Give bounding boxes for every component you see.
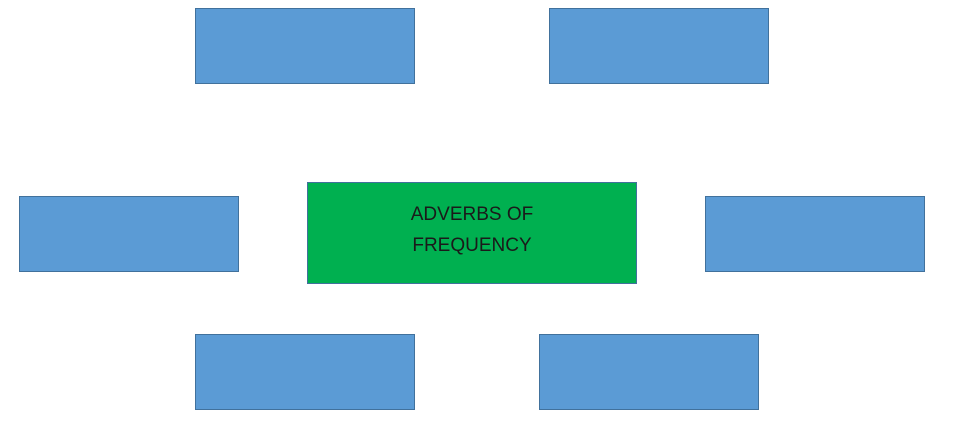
central-topic-line-2: FREQUENCY — [412, 235, 532, 256]
empty-box-bottom-right — [539, 334, 759, 410]
empty-box-middle-right — [705, 196, 925, 272]
empty-box-top-left — [195, 8, 415, 84]
empty-box-top-right — [549, 8, 769, 84]
empty-box-bottom-left — [195, 334, 415, 410]
central-topic-line-1: ADVERBS OF — [410, 204, 534, 225]
empty-box-middle-left — [19, 196, 239, 272]
central-topic-box: ADVERBS OF FREQUENCY — [307, 182, 637, 284]
